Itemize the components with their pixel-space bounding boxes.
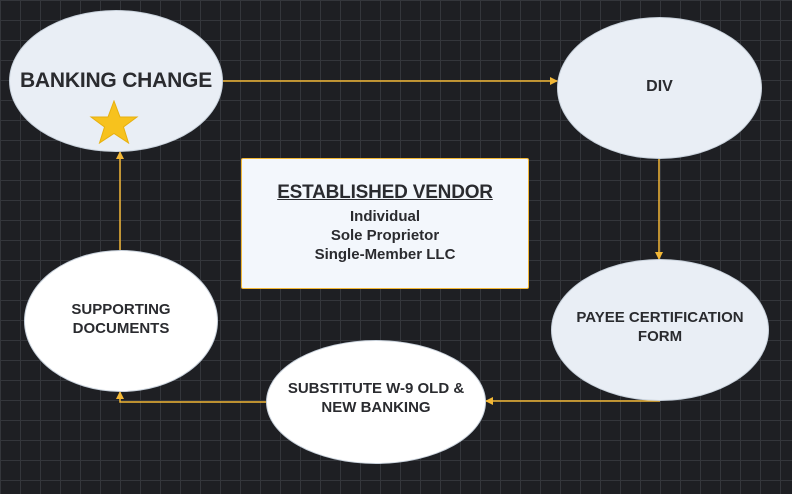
vendor-type-single-member-llc: Single-Member LLC <box>314 246 456 263</box>
vendor-type-sole-proprietor: Sole Proprietor <box>330 227 440 244</box>
div-label: DIV <box>646 77 673 95</box>
established-vendor-box[interactable]: ESTABLISHED VENDOR Individual Sole Propr… <box>241 158 529 289</box>
div-node[interactable]: DIV <box>557 17 762 159</box>
star-icon <box>89 100 139 144</box>
supporting-documents-node[interactable]: SUPPORTING DOCUMENTS <box>24 250 218 392</box>
edge-substitute-w9-to-supporting-documents[interactable] <box>116 391 266 403</box>
established-vendor-title: ESTABLISHED VENDOR <box>277 182 493 203</box>
payee-certification-form-node[interactable]: PAYEE CERTIFICATION FORM <box>551 259 769 401</box>
substitute-w9-label: SUBSTITUTE W-9 OLD & NEW BANKING <box>287 380 465 416</box>
payee-certification-form-label: PAYEE CERTIFICATION FORM <box>576 309 744 345</box>
banking-change-label: BANKING CHANGE <box>19 69 213 92</box>
banking-change-node[interactable]: BANKING CHANGE <box>9 10 223 152</box>
vendor-type-individual: Individual <box>349 208 420 225</box>
substitute-w9-node[interactable]: SUBSTITUTE W-9 OLD & NEW BANKING <box>266 340 486 464</box>
supporting-documents-label: SUPPORTING DOCUMENTS <box>71 301 171 337</box>
